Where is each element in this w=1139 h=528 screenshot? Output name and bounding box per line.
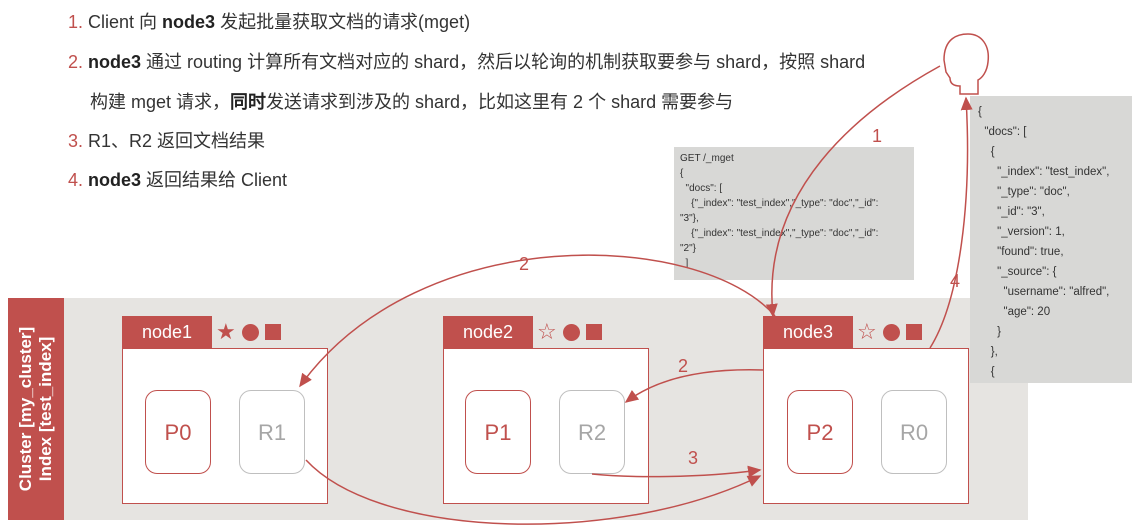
master-star-icon: ★	[216, 319, 236, 344]
arrow-label-3: 3	[688, 448, 699, 468]
arrow-2-to-r1	[299, 254, 776, 388]
square-icon	[585, 324, 602, 340]
step-4: 4. node3 返回结果给 Client	[68, 169, 287, 191]
node3-header: node3	[763, 316, 853, 348]
circle-icon	[882, 323, 900, 341]
node1-header: node1	[122, 316, 212, 348]
step-text-bold: node3	[88, 170, 142, 190]
star-outline-icon: ☆	[537, 319, 557, 344]
mget-response-code: { "docs": [ { "_index": "test_index", "_…	[970, 96, 1132, 383]
arrow-4-response	[929, 96, 973, 349]
step-text-bold: node3	[88, 52, 142, 72]
shard-r1: R1	[239, 390, 305, 474]
shard-r0: R0	[881, 390, 947, 474]
shard-r2: R2	[559, 390, 625, 474]
step-text: R1、R2 返回文档结果	[88, 131, 266, 151]
step-number: 4.	[68, 170, 89, 190]
shard-p1: P1	[465, 390, 531, 474]
arrow-label-2-mid: 2	[678, 356, 689, 376]
step-text: 发起批量获取文档的请求(mget)	[215, 12, 471, 32]
arrow-label-2-top: 2	[519, 254, 530, 274]
shard-p0: P0	[145, 390, 211, 474]
arrow-1-request	[765, 65, 941, 318]
node2-box	[443, 348, 649, 504]
node2-header: node2	[443, 316, 533, 348]
step-number: 2.	[68, 52, 89, 72]
step-text-bold: node3	[162, 12, 216, 32]
step-text: 通过 routing 计算所有文档对应的 shard，然后以轮询的机制获取要参与…	[141, 52, 866, 72]
node3-box	[763, 348, 969, 504]
star-outline-icon: ☆	[857, 319, 877, 344]
arrow-2-to-r2	[624, 369, 764, 403]
circle-icon	[241, 323, 259, 341]
arrow-3-r2-return	[591, 465, 762, 478]
person-head-icon	[943, 33, 990, 95]
node1-box	[122, 348, 328, 504]
step-number: 1.	[68, 12, 89, 32]
arrow-label-1: 1	[872, 126, 883, 146]
square-icon	[905, 324, 922, 340]
step-1: 1. Client 向 node3 发起批量获取文档的请求(mget)	[68, 11, 470, 33]
square-icon	[264, 324, 281, 340]
mget-request-code: GET /_mget { "docs": [ {"_index": "test_…	[674, 147, 914, 280]
circle-icon	[562, 323, 580, 341]
step-text: 返回结果给 Client	[141, 170, 288, 190]
step-text: 构建 mget 请求，	[90, 92, 231, 112]
node3-icons: ☆	[857, 316, 922, 348]
cluster-side-bar	[8, 298, 64, 520]
step-2-continued: 构建 mget 请求，同时发送请求到涉及的 shard，比如这里有 2 个 sh…	[90, 91, 733, 113]
arrow-label-4: 4	[950, 271, 961, 291]
step-text-bold: 同时	[230, 92, 267, 112]
arrow-3-r1-return	[305, 459, 762, 525]
step-text: Client 向	[88, 12, 163, 32]
node1-icons: ★	[216, 316, 281, 348]
node2-icons: ☆	[537, 316, 602, 348]
step-number: 3.	[68, 131, 89, 151]
shard-p2: P2	[787, 390, 853, 474]
step-2: 2. node3 通过 routing 计算所有文档对应的 shard，然后以轮…	[68, 51, 865, 73]
step-text: 发送请求到涉及的 shard，比如这里有 2 个 shard 需要参与	[266, 92, 734, 112]
step-3: 3. R1、R2 返回文档结果	[68, 130, 265, 152]
